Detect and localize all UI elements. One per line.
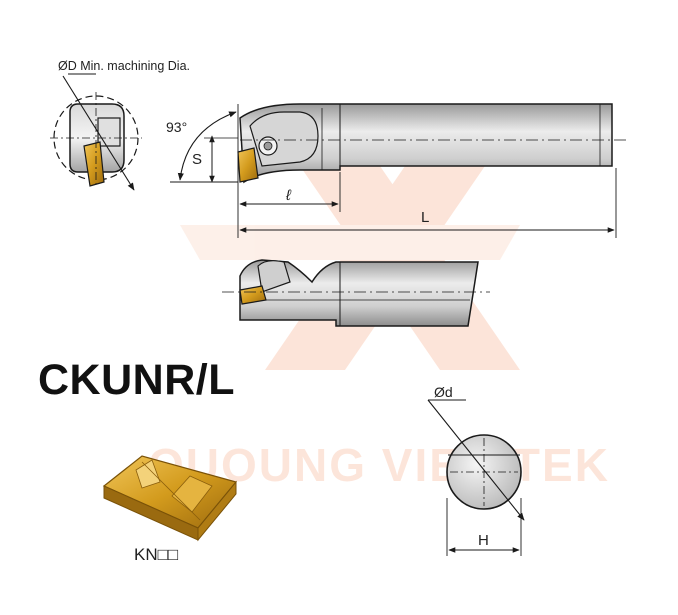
length-dimensions	[237, 104, 617, 238]
model-title: CKUNR/L	[38, 356, 235, 404]
round-shank-section	[427, 399, 525, 556]
d-label: Ød	[434, 384, 453, 400]
s-label: S	[192, 151, 202, 168]
min-dia-label: ØD Min. machining Dia.	[58, 59, 190, 73]
insert-code-label: KN□□	[134, 545, 179, 564]
angle-label: 93°	[166, 119, 187, 135]
top-view	[237, 103, 630, 184]
insert-image	[102, 455, 238, 542]
h-label: H	[478, 532, 489, 549]
end-view	[50, 73, 142, 191]
angle-dimension	[170, 111, 238, 183]
l-big-label: L	[421, 209, 429, 226]
side-view	[222, 259, 490, 327]
l-small-label: ℓ	[285, 187, 292, 204]
